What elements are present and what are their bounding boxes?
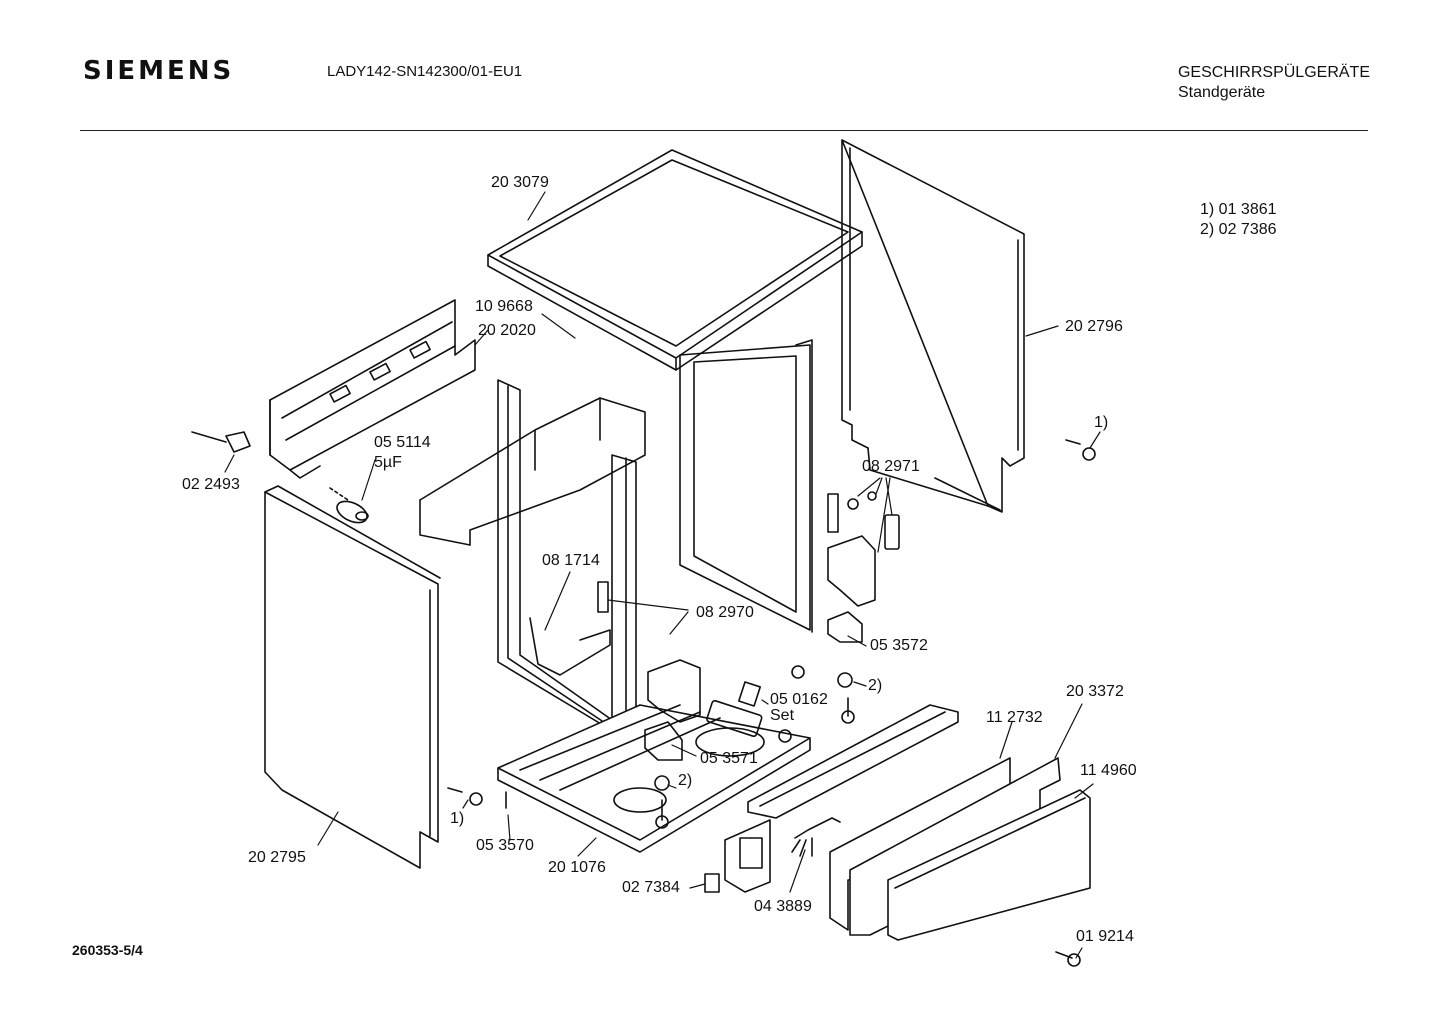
- label-plinth-screw: 01 9214: [1076, 928, 1134, 945]
- label-hinge-set-left: 08 2970: [696, 604, 754, 621]
- rear-frame-drawing: [680, 340, 812, 632]
- label-hinge-part-left: 05 3571: [700, 750, 758, 767]
- header-divider: [80, 130, 1368, 131]
- footnote-1: 1) 01 3861: [1200, 201, 1277, 218]
- label-rear-rail: 20 2020: [478, 322, 536, 339]
- right-panel-drawing: [842, 140, 1024, 512]
- label-cable: 04 3889: [754, 898, 812, 915]
- screws-drawing: [192, 432, 1095, 966]
- label-hinge-screw: 02 2493: [182, 476, 240, 493]
- label-left-bracket: 08 1714: [542, 552, 600, 569]
- capacitor-drawing: [330, 488, 370, 527]
- label-plinth-cover: 11 4960: [1080, 762, 1137, 779]
- label-plinth: 20 3372: [1066, 683, 1124, 700]
- model-designation: LADY142-SN142300/01-EU1: [327, 63, 523, 80]
- hinge-right-drawing: [828, 492, 899, 642]
- label-base: 20 1076: [548, 859, 606, 876]
- label-note-1-right: 1): [1094, 414, 1109, 431]
- plinth-rail-drawing: [748, 705, 958, 818]
- label-capacitor: 05 5114: [374, 434, 431, 451]
- label-right-panel: 20 2796: [1065, 318, 1123, 335]
- label-cable-clip: 02 7384: [622, 879, 680, 896]
- label-top-panel: 20 3079: [491, 174, 549, 191]
- small-parts-drawing: [655, 666, 854, 828]
- plinth-drawing: [830, 758, 1090, 940]
- label-fixing-set-suffix: Set: [770, 707, 795, 724]
- left-panel-drawing: [265, 486, 440, 868]
- base-drawing: [498, 705, 810, 852]
- category-title: GESCHIRRSPÜLGERÄTE: [1177, 64, 1370, 81]
- label-left-panel: 20 2795: [248, 849, 306, 866]
- hinge-left-drawing: [530, 582, 700, 760]
- appliance-category: GESCHIRRSPÜLGERÄTE Standgeräte: [1178, 63, 1370, 103]
- label-top-bracket: 10 9668: [475, 298, 533, 315]
- cable-clip-drawing: [705, 818, 840, 892]
- label-hinge-set-right: 08 2971: [862, 458, 920, 475]
- top-panel-drawing: [488, 150, 862, 370]
- label-note-1-left: 1): [450, 810, 465, 827]
- door-frame-drawing: [498, 380, 636, 745]
- label-rail-right: 11 2732: [986, 709, 1043, 726]
- label-hinge-part-right: 05 3572: [870, 637, 928, 654]
- brand-logo: SIEMENS: [83, 56, 235, 86]
- footnote-list: 1) 01 3861 2) 02 7386: [1200, 200, 1277, 240]
- label-fixing-set: 05 0162: [770, 691, 828, 708]
- air-duct-drawing: [420, 398, 645, 545]
- leader-lines: [225, 192, 1100, 958]
- rear-rail-drawing: [270, 300, 475, 478]
- label-note-2-lower: 2): [678, 772, 693, 789]
- footnote-2: 2) 02 7386: [1200, 221, 1277, 238]
- document-number: 260353-5/4: [72, 942, 143, 958]
- category-subtitle: Standgeräte: [1177, 84, 1266, 101]
- label-foot-screw: 05 3570: [476, 837, 534, 854]
- label-note-2-upper: 2): [868, 677, 883, 694]
- label-capacitor-value: 5µF: [374, 454, 402, 471]
